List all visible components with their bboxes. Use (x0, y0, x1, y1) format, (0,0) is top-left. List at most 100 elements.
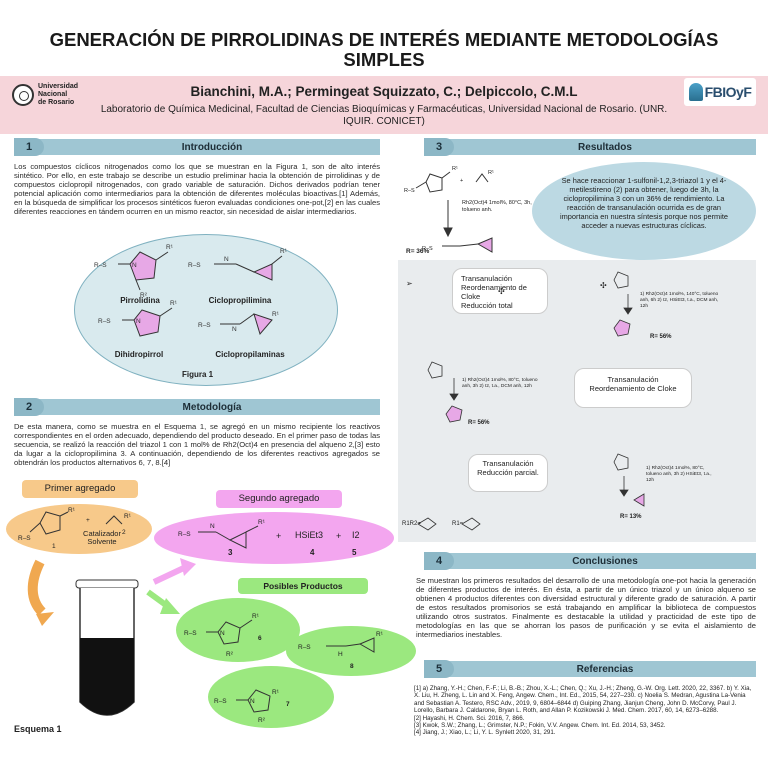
svg-text:R¹: R¹ (452, 166, 458, 172)
svg-text:6: 6 (258, 635, 262, 642)
svg-text:+: + (460, 178, 463, 184)
first-reaction-scheme: R–S R¹ + R¹ R–S (404, 166, 494, 253)
product-6-oval (176, 598, 300, 662)
label-3: 3 (228, 548, 233, 557)
results-box-1: Transanulación Reordenamiento de Cloke R… (452, 268, 548, 314)
svg-text:R¹: R¹ (280, 248, 288, 255)
triazol-alqueno-structures: R–S R¹ 1 + R¹ 2 (18, 507, 132, 550)
header-band (0, 76, 768, 134)
first-conditions: Rh2(Oct)4 1mol%, 80°C, 3h, tolueno anh. (462, 200, 532, 213)
yield-a: R= 56% (650, 334, 672, 340)
resultados-oval: Se hace reaccionar 1-sulfonil-1,2,3-tria… (532, 162, 756, 260)
svg-text:R²: R² (258, 717, 266, 724)
svg-text:R–S: R–S (198, 322, 211, 329)
label-5: 5 (352, 548, 357, 557)
svg-text:R–S: R–S (184, 630, 197, 637)
legend-right: R1= (452, 521, 464, 527)
authors: Bianchini, M.A.; Permingeat Squizzato, C… (190, 84, 578, 99)
svg-text:R¹: R¹ (166, 244, 174, 251)
poster-title: GENERACIÓN DE PIRROLIDINAS DE INTERÉS ME… (49, 29, 719, 70)
cond-c: 1) Rh2(Oct)4 1mol%, 80°C, tolueno anh, 3… (646, 466, 712, 483)
label-ciclopropilaminas: Ciclopropilaminas (215, 350, 285, 359)
unr-logo: Universidad Nacional de Rosario (12, 80, 102, 110)
yield-b: R= 56% (468, 420, 490, 426)
esquema1-caption: Esquema 1 (14, 724, 62, 734)
svg-text:R–S: R–S (178, 531, 191, 538)
svg-text:H: H (338, 651, 343, 658)
svg-text:N: N (220, 630, 225, 637)
segundo-agregado-label: Segundo agregado (216, 490, 342, 508)
conclusiones-text: Se muestran los primeros resultados del … (416, 576, 756, 639)
figure1-molecules: R–S N R¹ R² R–S N R¹ R–S N R¹ R–S N R¹ (94, 244, 288, 337)
svg-text:R¹: R¹ (170, 300, 178, 307)
reagent-hsiet3: HSiEt3 (295, 530, 324, 540)
reference-item: [4] Jiang, J.; Xiao, L.; Li, Y. L. Synle… (414, 729, 556, 737)
svg-text:R¹: R¹ (258, 519, 266, 526)
results-box-3: Transanulación Reducción parcial. (468, 454, 548, 492)
svg-text:R–S: R–S (404, 188, 415, 194)
svg-text:N: N (224, 256, 229, 263)
svg-text:R¹: R¹ (376, 631, 384, 638)
first-yield: R= 36% (406, 248, 430, 255)
label-ciclopropilimina: Ciclopropilimina (208, 296, 272, 305)
section-intro-header: 1 Introducción (14, 137, 380, 156)
posibles-productos-label: Posibles Productos (238, 578, 368, 594)
segundo-agregado-oval (154, 512, 394, 564)
reagent-i2: I2 (352, 530, 360, 540)
svg-text:N: N (250, 698, 255, 705)
cond-b: 1) Rh2(Oct)4 1mol%, 80°C, tolueno anh, 3… (462, 378, 538, 389)
lab-affiliation: Laboratorio de Química Medicinal, Facult… (100, 104, 668, 127)
svg-text:R¹: R¹ (68, 507, 76, 514)
results-box-2: Transanulación Reordenamiento de Cloke (574, 368, 692, 408)
figure1-caption: Figura 1 (182, 370, 214, 379)
svg-text:R–S: R–S (188, 262, 201, 269)
intro-text: Los compuestos cíclicos nitrogenados com… (14, 162, 380, 216)
svg-text:1: 1 (52, 543, 56, 550)
svg-text:N: N (232, 326, 237, 333)
section-conclusiones-header: 4 Conclusiones (424, 551, 756, 570)
svg-text:8: 8 (350, 663, 354, 670)
section-resultados-header: 3 Resultados (424, 137, 756, 156)
svg-text:R–S: R–S (18, 535, 31, 542)
test-tube-illustration (27, 558, 196, 716)
svg-text:R¹: R¹ (124, 513, 132, 520)
svg-text:N: N (132, 262, 137, 269)
plus-sign-2: + (336, 531, 342, 541)
svg-text:R–S: R–S (422, 246, 433, 252)
product-structures: R–S N R¹ R² 6 R–S H R¹ 8 R–S N R¹ R² 7 (184, 613, 384, 724)
primer-agregado-oval (6, 504, 152, 554)
label-pirrolidina: Pirrolidina (120, 296, 160, 305)
svg-text:R–S: R–S (298, 644, 311, 651)
svg-text:R²: R² (226, 651, 234, 658)
svg-text:N: N (136, 318, 141, 325)
section-referencias-header: 5 Referencias (424, 659, 756, 678)
svg-text:R–S: R–S (94, 262, 107, 269)
section-metodologia-header: 2 Metodología (14, 397, 380, 416)
metodologia-text: De esta manera, como se muestra en el Es… (14, 422, 380, 467)
svg-text:+: + (86, 517, 90, 524)
svg-text:R¹: R¹ (488, 170, 494, 176)
svg-text:R¹: R¹ (252, 613, 260, 620)
references-list: [1] a) Zhang, Y.-H.; Chen, F.-F.; Li, B.… (414, 685, 756, 737)
fbio-drop-icon (688, 83, 703, 101)
svg-text:✣: ✣ (600, 281, 607, 290)
svg-text:R–S: R–S (98, 318, 111, 325)
catalizador-solvente: Catalizador Solvente (83, 529, 121, 546)
svg-text:2: 2 (122, 529, 126, 536)
reference-item: [3] Kwok, S.W.; Zhang, L.; Grimster, N.P… (414, 722, 666, 730)
reference-item: [2] Hayashi, H. Chem. Sci. 2016, 7, 866. (414, 714, 525, 722)
label-4: 4 (310, 548, 315, 557)
label-dihidropirrol: Dihidropirrol (114, 350, 164, 359)
primer-agregado-label: Primer agregado (22, 480, 138, 498)
product-8-oval (286, 626, 416, 676)
yield-c: R= 13% (620, 514, 642, 520)
svg-text:R²: R² (140, 292, 148, 299)
fbioyf-logo: FBIOyF (684, 78, 756, 106)
ciclopropilimina-structure: R–S N R¹ (178, 519, 266, 549)
svg-text:R–S: R–S (214, 698, 227, 705)
figure1-oval (74, 234, 338, 386)
plus-sign: + (276, 531, 282, 541)
results-structures: ➢ ✣ ✣ (406, 271, 645, 531)
legend-left: R1R2= (402, 521, 421, 527)
svg-text:R¹: R¹ (272, 311, 280, 318)
